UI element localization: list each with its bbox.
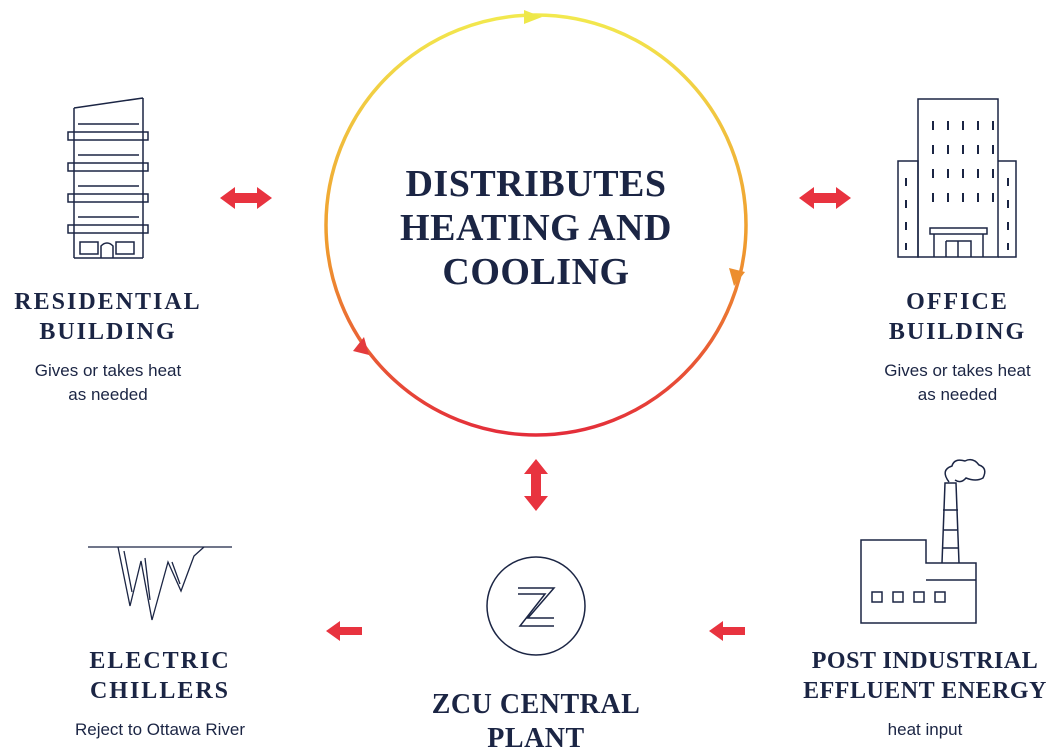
icicle-icon [88, 546, 232, 621]
effluent-title-line-1: POST INDUSTRIAL [811, 648, 1039, 674]
arrow-to-plant [709, 621, 745, 641]
effluent-desc-line-1: heat input [887, 720, 963, 739]
plant-title-line-1: ZCU CENTRAL [431, 689, 641, 720]
office-desc-line-2: as needed [917, 385, 998, 404]
office-building-icon [897, 98, 1017, 258]
factory-icon [860, 458, 986, 624]
ring-arrow-left [353, 337, 369, 355]
center-heading-line-1: DISTRIBUTES [405, 163, 667, 205]
plant-title-line-2: PLANT [487, 723, 585, 754]
center-heading-line-3: COOLING [442, 251, 630, 293]
double-arrow-residential [220, 187, 272, 209]
residential-description: Gives or takes heat as needed [0, 359, 216, 407]
office-title-line-1: OFFICE [906, 289, 1009, 315]
residential-desc-line-2: as needed [68, 385, 148, 404]
double-arrow-office [799, 187, 851, 209]
residential-desc-line-1: Gives or takes heat [34, 361, 182, 380]
chillers-title: ELECTRIC CHILLERS [60, 646, 260, 706]
plant-title: ZCU CENTRAL PLANT [406, 688, 666, 756]
arrow-to-chillers [326, 621, 362, 641]
effluent-title: POST INDUSTRIAL EFFLUENT ENERGY [795, 646, 1055, 706]
office-title: OFFICE BUILDING [855, 287, 1055, 347]
chillers-title-line-2: CHILLERS [89, 678, 231, 704]
double-arrow-vertical [524, 459, 548, 511]
ring-arrow-top [524, 10, 542, 24]
chillers-description: Reject to Ottawa River [40, 718, 280, 742]
chillers-title-line-1: ELECTRIC [89, 648, 231, 674]
chillers-desc-line-1: Reject to Ottawa River [74, 720, 246, 739]
effluent-description: heat input [805, 718, 1045, 742]
effluent-title-line-2: EFFLUENT ENERGY [803, 678, 1047, 704]
residential-title-line-1: RESIDENTIAL [14, 289, 202, 315]
residential-building-icon [67, 97, 149, 259]
residential-title: RESIDENTIAL BUILDING [0, 287, 216, 347]
center-heading-line-2: HEATING AND [400, 207, 672, 249]
office-title-line-2: BUILDING [888, 319, 1027, 345]
center-heading: DISTRIBUTES HEATING AND COOLING [386, 162, 686, 294]
office-description: Gives or takes heat as needed [855, 359, 1055, 407]
ring-arrow-right [729, 268, 745, 286]
office-desc-line-1: Gives or takes heat [884, 361, 1031, 380]
residential-title-line-2: BUILDING [39, 319, 177, 345]
z-logo-icon [486, 556, 586, 656]
